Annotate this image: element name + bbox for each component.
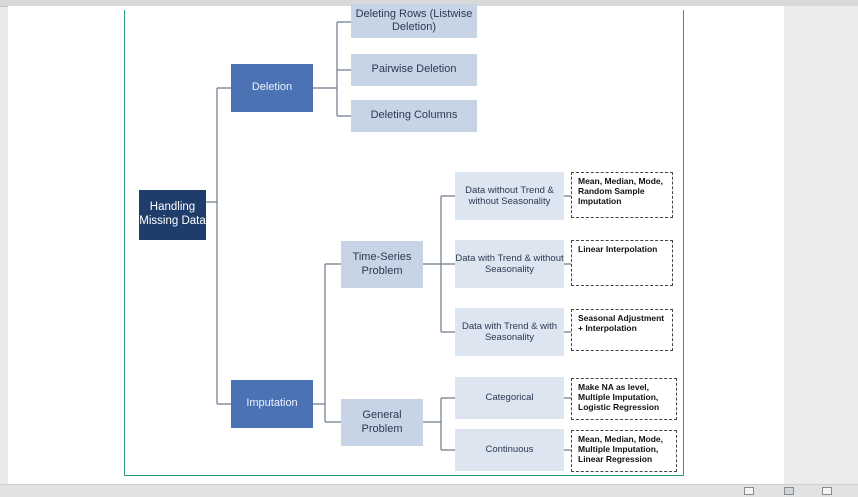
pairwise-deletion-node: Pairwise Deletion xyxy=(351,54,477,86)
read-mode-icon[interactable] xyxy=(744,487,754,495)
print-layout-icon[interactable] xyxy=(784,487,794,495)
connector-leaf-links xyxy=(564,195,571,451)
connector-root-branches xyxy=(206,87,231,405)
trend-with-seasonality-label: Data with Trend & with Seasonality xyxy=(461,320,558,343)
connector-imputation-branches xyxy=(313,263,341,423)
trend-no-seasonality-label: Data with Trend & without Seasonality xyxy=(455,252,564,275)
document-right-margin xyxy=(784,6,858,484)
methods-trend-with-seasonality: Seasonal Adjustment + Interpolation xyxy=(571,309,673,351)
no-trend-no-seasonality-node: Data without Trend & without Seasonality xyxy=(455,172,564,220)
methods-no-trend-no-seasonality: Mean, Median, Mode, Random Sample Imputa… xyxy=(571,172,673,218)
pairwise-deletion-label: Pairwise Deletion xyxy=(371,63,457,76)
general-problem-label: General Problem xyxy=(361,409,403,435)
time-series-node: Time-Series Problem xyxy=(341,241,423,288)
trend-no-seasonality-node: Data with Trend & without Seasonality xyxy=(455,240,564,288)
no-trend-no-seasonality-label: Data without Trend & without Seasonality xyxy=(465,184,554,207)
methods-trend-no-seasonality: Linear Interpolation xyxy=(571,240,673,286)
connector-time-series-branches xyxy=(423,195,455,333)
categorical-node: Categorical xyxy=(455,377,564,419)
deletion-node: Deletion xyxy=(231,64,313,112)
categorical-label: Categorical xyxy=(485,392,534,404)
methods-continuous: Mean, Median, Mode, Multiple Imputation,… xyxy=(571,430,677,472)
trend-with-seasonality-node: Data with Trend & with Seasonality xyxy=(455,308,564,356)
deleting-rows-node: Deleting Rows (Listwise Deletion) xyxy=(351,4,477,38)
time-series-label: Time-Series Problem xyxy=(352,251,412,277)
methods-trend-with-seasonality-text: Seasonal Adjustment + Interpolation xyxy=(578,313,665,334)
connector-general-branches xyxy=(423,397,455,451)
continuous-label: Continuous xyxy=(485,444,534,456)
methods-categorical-text: Make NA as level, Multiple Imputation, L… xyxy=(578,382,660,413)
document-page: Handling Missing Data Deletion Imputatio… xyxy=(8,4,784,484)
diagram-frame: Handling Missing Data Deletion Imputatio… xyxy=(124,4,684,476)
root-node-label: Handling Missing Data xyxy=(139,201,206,227)
deleting-columns-node: Deleting Columns xyxy=(351,100,477,132)
connector-deletion-branches xyxy=(313,21,351,117)
general-problem-node: General Problem xyxy=(341,399,423,446)
deleting-rows-label: Deleting Rows (Listwise Deletion) xyxy=(355,7,473,33)
imputation-node: Imputation xyxy=(231,380,313,428)
connector-lines xyxy=(206,21,571,451)
methods-no-trend-no-seasonality-text: Mean, Median, Mode, Random Sample Imputa… xyxy=(578,176,664,207)
root-node: Handling Missing Data xyxy=(139,190,206,240)
web-layout-icon[interactable] xyxy=(822,487,832,495)
continuous-node: Continuous xyxy=(455,429,564,471)
deleting-columns-label: Deleting Columns xyxy=(370,109,458,122)
status-bar xyxy=(0,484,858,497)
methods-trend-no-seasonality-text: Linear Interpolation xyxy=(578,244,658,254)
methods-continuous-text: Mean, Median, Mode, Multiple Imputation,… xyxy=(578,434,664,465)
imputation-node-label: Imputation xyxy=(246,397,298,410)
deletion-node-label: Deletion xyxy=(251,81,293,94)
methods-categorical: Make NA as level, Multiple Imputation, L… xyxy=(571,378,677,420)
